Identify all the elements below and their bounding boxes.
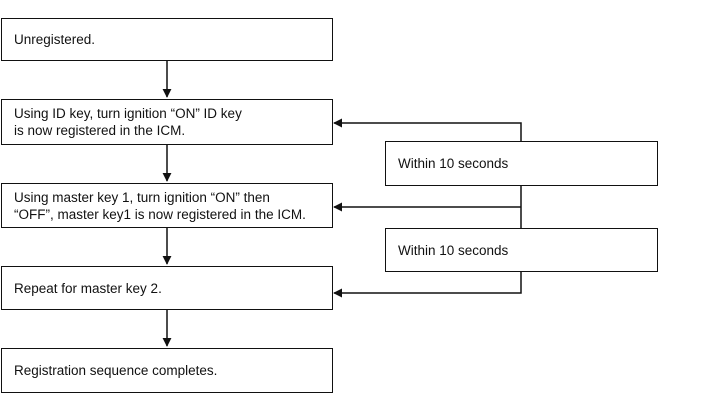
step-register-master-key-1: Using master key 1, turn ignition “ON” t… <box>1 183 333 228</box>
step-register-master-key-1-text: Using master key 1, turn ignition “ON” t… <box>14 189 306 222</box>
loop-to-step4 <box>333 272 522 298</box>
timer-box-1: Within 10 seconds <box>385 141 658 186</box>
step-repeat-master-key-2: Repeat for master key 2. <box>1 266 333 310</box>
step-registration-complete: Registration sequence completes. <box>1 348 333 393</box>
step-register-id-key-text: Using ID key, turn ignition “ON” ID key … <box>14 106 242 138</box>
step-registration-complete-text: Registration sequence completes. <box>14 363 218 378</box>
timer-box-1-text: Within 10 seconds <box>398 156 509 171</box>
step-unregistered-text: Unregistered. <box>14 32 96 47</box>
timer-box-2: Within 10 seconds <box>385 228 658 272</box>
step-unregistered: Unregistered. <box>1 18 333 61</box>
step-repeat-master-key-2-text: Repeat for master key 2. <box>14 280 162 296</box>
step-register-id-key: Using ID key, turn ignition “ON” ID key … <box>1 99 333 145</box>
timer-box-2-text: Within 10 seconds <box>398 242 509 258</box>
loop-to-step2 <box>333 118 522 141</box>
